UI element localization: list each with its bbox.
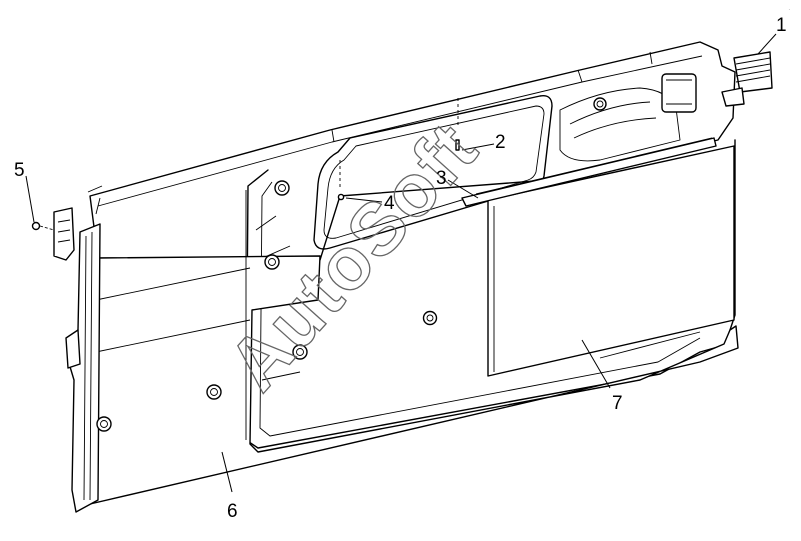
part-5-clip: [31, 207, 75, 261]
callout-7: 7: [612, 393, 623, 414]
callout-2: 2: [495, 132, 506, 153]
fastener-bosses: [96, 97, 607, 432]
callout-6: 6: [227, 501, 238, 522]
callout-1: 1: [776, 15, 787, 36]
callout-5: 5: [14, 160, 25, 181]
left-edge-strip: [65, 223, 101, 513]
callout-labels: 1 2 3 4 5 6 7: [14, 15, 787, 522]
part-1-bracket: [721, 51, 773, 107]
part-4-screw: [337, 160, 345, 201]
part-2-screw: [455, 98, 460, 151]
armrest-strip: [461, 137, 717, 207]
leader-lines: [25, 33, 777, 493]
callout-4: 4: [384, 193, 395, 214]
corner-mark: ·: [788, 5, 791, 14]
upper-right-pocket: [559, 73, 697, 162]
callout-3: 3: [436, 168, 447, 189]
map-pocket: [487, 145, 735, 377]
window-opening: [313, 95, 553, 250]
